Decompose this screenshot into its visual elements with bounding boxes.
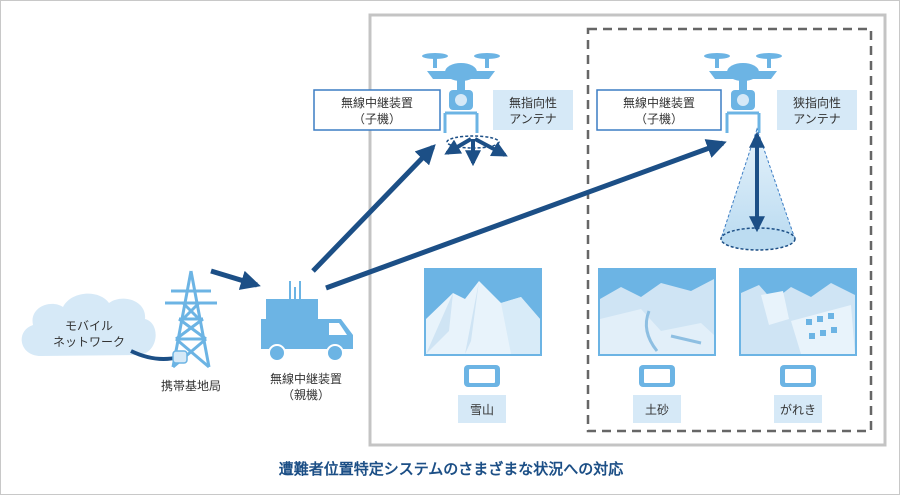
omni-arrow-right bbox=[474, 137, 508, 157]
scene-rubble bbox=[739, 268, 857, 356]
scene-label-snow: 雪山 bbox=[470, 403, 494, 417]
right-child-label-1: 無線中継装置 bbox=[623, 95, 695, 110]
scene-snow-mountain bbox=[424, 268, 542, 356]
left-antenna-label-1: 無指向性 bbox=[509, 95, 557, 110]
network-label-1: モバイル bbox=[65, 319, 113, 333]
diagram-caption: 遭難者位置特定システムのさまざまな状況への対応 bbox=[279, 460, 624, 478]
arrow-truck-to-right-drone bbox=[325, 139, 727, 291]
cloud-icon bbox=[21, 293, 156, 356]
left-child-label-1: 無線中継装置 bbox=[341, 95, 413, 110]
scene-label-rubble: がれき bbox=[780, 402, 816, 417]
phone-icon bbox=[639, 365, 675, 387]
phone-icon bbox=[464, 365, 500, 387]
scene-landslide bbox=[598, 268, 716, 356]
disaster-area-box bbox=[368, 13, 887, 447]
parent-device-label-1: 無線中継装置 bbox=[270, 371, 342, 386]
left-child-label-2: （子機） bbox=[353, 111, 401, 126]
network-label-2: ネットワーク bbox=[53, 335, 125, 349]
left-child-device-box bbox=[313, 89, 441, 131]
right-child-label-2: （子機） bbox=[635, 111, 683, 126]
station-box-icon bbox=[172, 350, 188, 364]
narrow-beam-footprint bbox=[720, 227, 796, 251]
drone-left-icon bbox=[422, 53, 500, 133]
arrow-tower-to-truck bbox=[210, 268, 261, 290]
narrow-area-box bbox=[586, 27, 873, 433]
network-cable bbox=[130, 349, 180, 361]
right-antenna-box bbox=[777, 90, 857, 130]
scene-label-box bbox=[633, 395, 681, 423]
truck-icon bbox=[261, 281, 353, 362]
left-antenna-label-2: アンテナ bbox=[509, 112, 557, 126]
right-child-device-box bbox=[596, 89, 722, 131]
scene-label-box bbox=[774, 395, 822, 423]
phone-icon bbox=[780, 365, 816, 387]
omni-arrow-left bbox=[444, 137, 473, 155]
right-antenna-label-1: 狭指向性 bbox=[793, 95, 841, 110]
drone-right-icon bbox=[704, 53, 782, 133]
arrow-truck-to-left-drone bbox=[311, 144, 436, 273]
right-antenna-label-2: アンテナ bbox=[793, 112, 841, 126]
scene-label-landslide: 土砂 bbox=[645, 403, 669, 417]
base-station-label: 携帯基地局 bbox=[161, 378, 221, 393]
scene-label-box bbox=[458, 395, 506, 423]
left-antenna-box bbox=[493, 90, 573, 130]
parent-device-label-2: （親機） bbox=[282, 387, 330, 402]
